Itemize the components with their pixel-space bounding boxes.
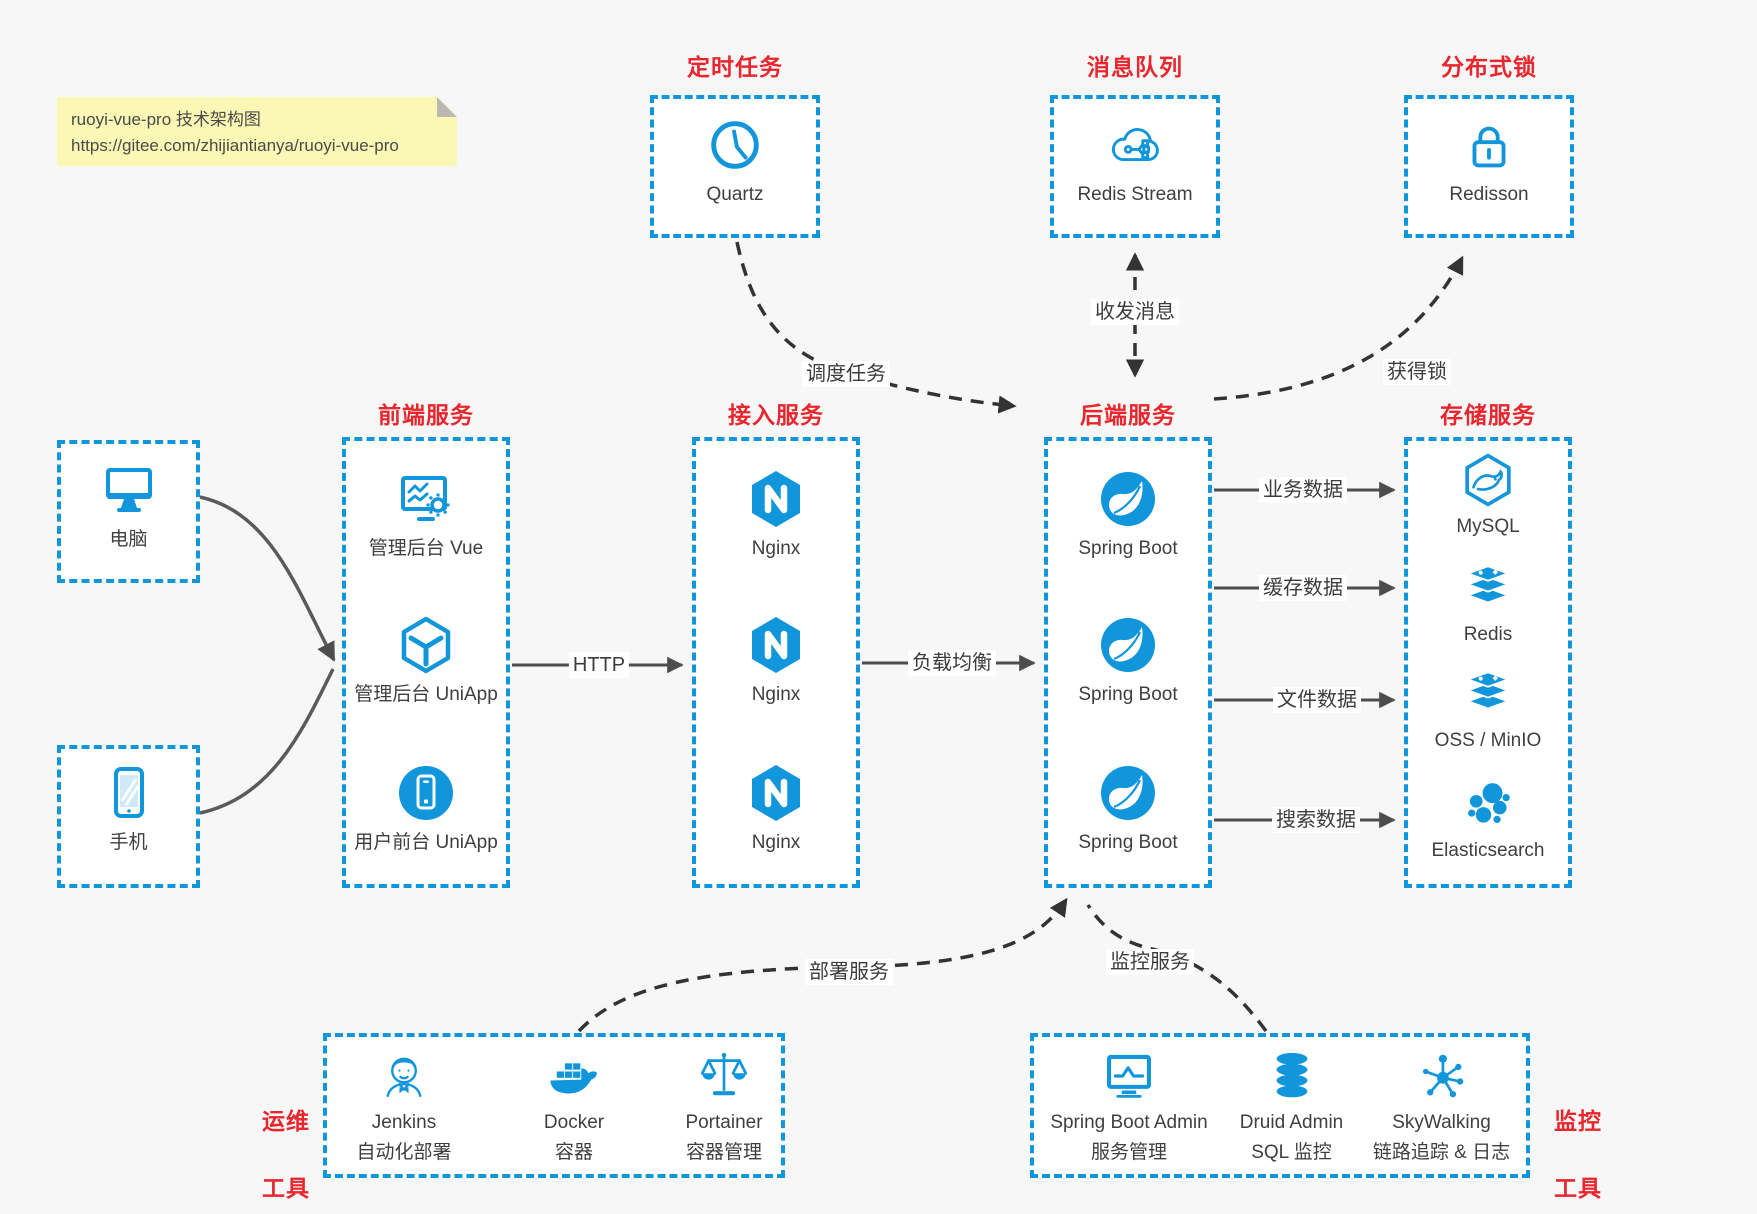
quartz-box: Quartz: [650, 95, 820, 238]
item-label: Spring Boot Admin: [1050, 1112, 1208, 1133]
edge-label-http: HTTP: [568, 652, 630, 678]
label-ops-tools: 运维 工具: [236, 1072, 336, 1214]
clock-icon: [704, 115, 766, 177]
cloud-stream-icon: [1104, 115, 1166, 177]
ops-tools-line1: 运维: [262, 1108, 310, 1135]
edge-label-business-data: 业务数据: [1259, 477, 1347, 503]
druid-db-icon: [1263, 1047, 1321, 1105]
ops-tools-box: Jenkins 自动化部署 Docker 容器 Portainer 容器管理: [323, 1033, 785, 1178]
redis-stack-icon: [1459, 665, 1517, 723]
desktop-icon: [97, 458, 161, 522]
sticky-note: ruoyi-vue-pro 技术架构图 https://gitee.com/zh…: [57, 97, 457, 166]
note-url: https://gitee.com/zhijiantianya/ruoyi-vu…: [71, 135, 399, 155]
item-label: Redis: [1463, 624, 1513, 645]
item-sublabel: 服务管理: [1090, 1141, 1167, 1163]
docker-icon: [545, 1047, 603, 1105]
ops-tools-line2: 工具: [262, 1175, 310, 1202]
device-label: 手机: [109, 832, 148, 853]
spring-boot-admin-icon: [1100, 1047, 1158, 1105]
title-access-services: 接入服务: [728, 402, 824, 428]
user-app-icon: [394, 761, 458, 825]
item-label: Quartz: [706, 184, 764, 205]
uniapp-cube-icon: [394, 613, 458, 677]
portainer-icon: [695, 1047, 753, 1105]
mysql-icon: [1459, 451, 1517, 509]
edge-label-search-data: 搜索数据: [1272, 807, 1360, 833]
item-sublabel: 容器: [554, 1141, 593, 1163]
access-services-box: Nginx Nginx Nginx: [692, 437, 860, 888]
nginx-icon: [744, 761, 808, 825]
item-label: Portainer: [685, 1112, 763, 1133]
admin-vue-icon: [394, 467, 458, 531]
item-label: 管理后台 UniApp: [354, 684, 498, 705]
jenkins-icon: [375, 1047, 433, 1105]
item-label: SkyWalking: [1392, 1112, 1491, 1133]
backend-services-box: Spring Boot Spring Boot Spring Boot: [1044, 437, 1212, 888]
item-label: Nginx: [751, 538, 801, 559]
redis-stack-icon: [1459, 559, 1517, 617]
note-title: ruoyi-vue-pro 技术架构图: [71, 110, 261, 129]
item-label: Jenkins: [371, 1112, 437, 1133]
edge-label-load-balance: 负载均衡: [908, 650, 996, 676]
edge-label-schedule-task: 调度任务: [802, 361, 890, 387]
edge-pc-to-frontend: [199, 495, 336, 662]
pc-box: 电脑: [57, 440, 200, 583]
edge-label-acquire-lock: 获得锁: [1383, 359, 1451, 385]
title-backend-services: 后端服务: [1080, 402, 1176, 428]
item-label: 管理后台 Vue: [368, 538, 484, 559]
spring-icon: [1096, 761, 1160, 825]
redis-stream-box: Redis Stream: [1050, 95, 1220, 238]
monitoring-tools-line1: 监控: [1554, 1108, 1602, 1135]
title-frontend-services: 前端服务: [378, 402, 474, 428]
frontend-services-box: 管理后台 Vue 管理后台 UniApp 用户前台 UniApp: [342, 437, 510, 888]
item-label: Redis Stream: [1077, 184, 1193, 205]
title-storage-services: 存储服务: [1440, 402, 1536, 428]
monitoring-tools-box: Spring Boot Admin 服务管理 Druid Admin SQL 监…: [1030, 1033, 1530, 1178]
item-sublabel: 链路追踪 & 日志: [1372, 1141, 1511, 1163]
item-label: Spring Boot: [1078, 684, 1178, 705]
item-label: Docker: [543, 1112, 605, 1133]
phone-box: 手机: [57, 745, 200, 888]
spring-icon: [1096, 613, 1160, 677]
item-sublabel: SQL 监控: [1251, 1141, 1332, 1163]
skywalking-icon: [1413, 1047, 1471, 1105]
storage-services-box: MySQL Redis OSS / MinIO Elasticsearch: [1404, 437, 1572, 888]
title-message-queue: 消息队列: [1087, 54, 1183, 80]
spring-icon: [1096, 467, 1160, 531]
label-monitoring-tools: 监控 工具: [1528, 1072, 1628, 1214]
item-label: Spring Boot: [1078, 538, 1178, 559]
redisson-box: Redisson: [1404, 95, 1574, 238]
nginx-icon: [744, 613, 808, 677]
edge-phone-to-frontend: [199, 668, 335, 815]
item-label: Nginx: [751, 832, 801, 853]
title-scheduled-tasks: 定时任务: [687, 54, 783, 80]
item-sublabel: 自动化部署: [356, 1141, 452, 1163]
item-label: OSS / MinIO: [1434, 730, 1542, 751]
item-label: Druid Admin: [1239, 1112, 1344, 1133]
edge-label-deploy-service: 部署服务: [805, 959, 893, 985]
edge-label-cache-data: 缓存数据: [1259, 575, 1347, 601]
elasticsearch-icon: [1459, 775, 1517, 833]
item-label: Redisson: [1449, 184, 1529, 205]
note-fold-corner: [437, 97, 457, 117]
item-label: Nginx: [751, 684, 801, 705]
item-label: 用户前台 UniApp: [354, 832, 498, 853]
item-label: Spring Boot: [1078, 832, 1178, 853]
item-label: MySQL: [1456, 516, 1520, 537]
phone-icon: [97, 761, 161, 825]
item-sublabel: 容器管理: [685, 1141, 762, 1163]
title-distributed-lock: 分布式锁: [1441, 54, 1537, 80]
nginx-icon: [744, 467, 808, 531]
edge-label-file-data: 文件数据: [1273, 687, 1361, 713]
monitoring-tools-line2: 工具: [1554, 1175, 1602, 1202]
lock-icon: [1458, 115, 1520, 177]
edge-label-send-receive-message: 收发消息: [1091, 299, 1179, 325]
item-label: Elasticsearch: [1431, 840, 1545, 861]
device-label: 电脑: [109, 529, 148, 550]
edge-label-monitor-service: 监控服务: [1106, 949, 1194, 975]
